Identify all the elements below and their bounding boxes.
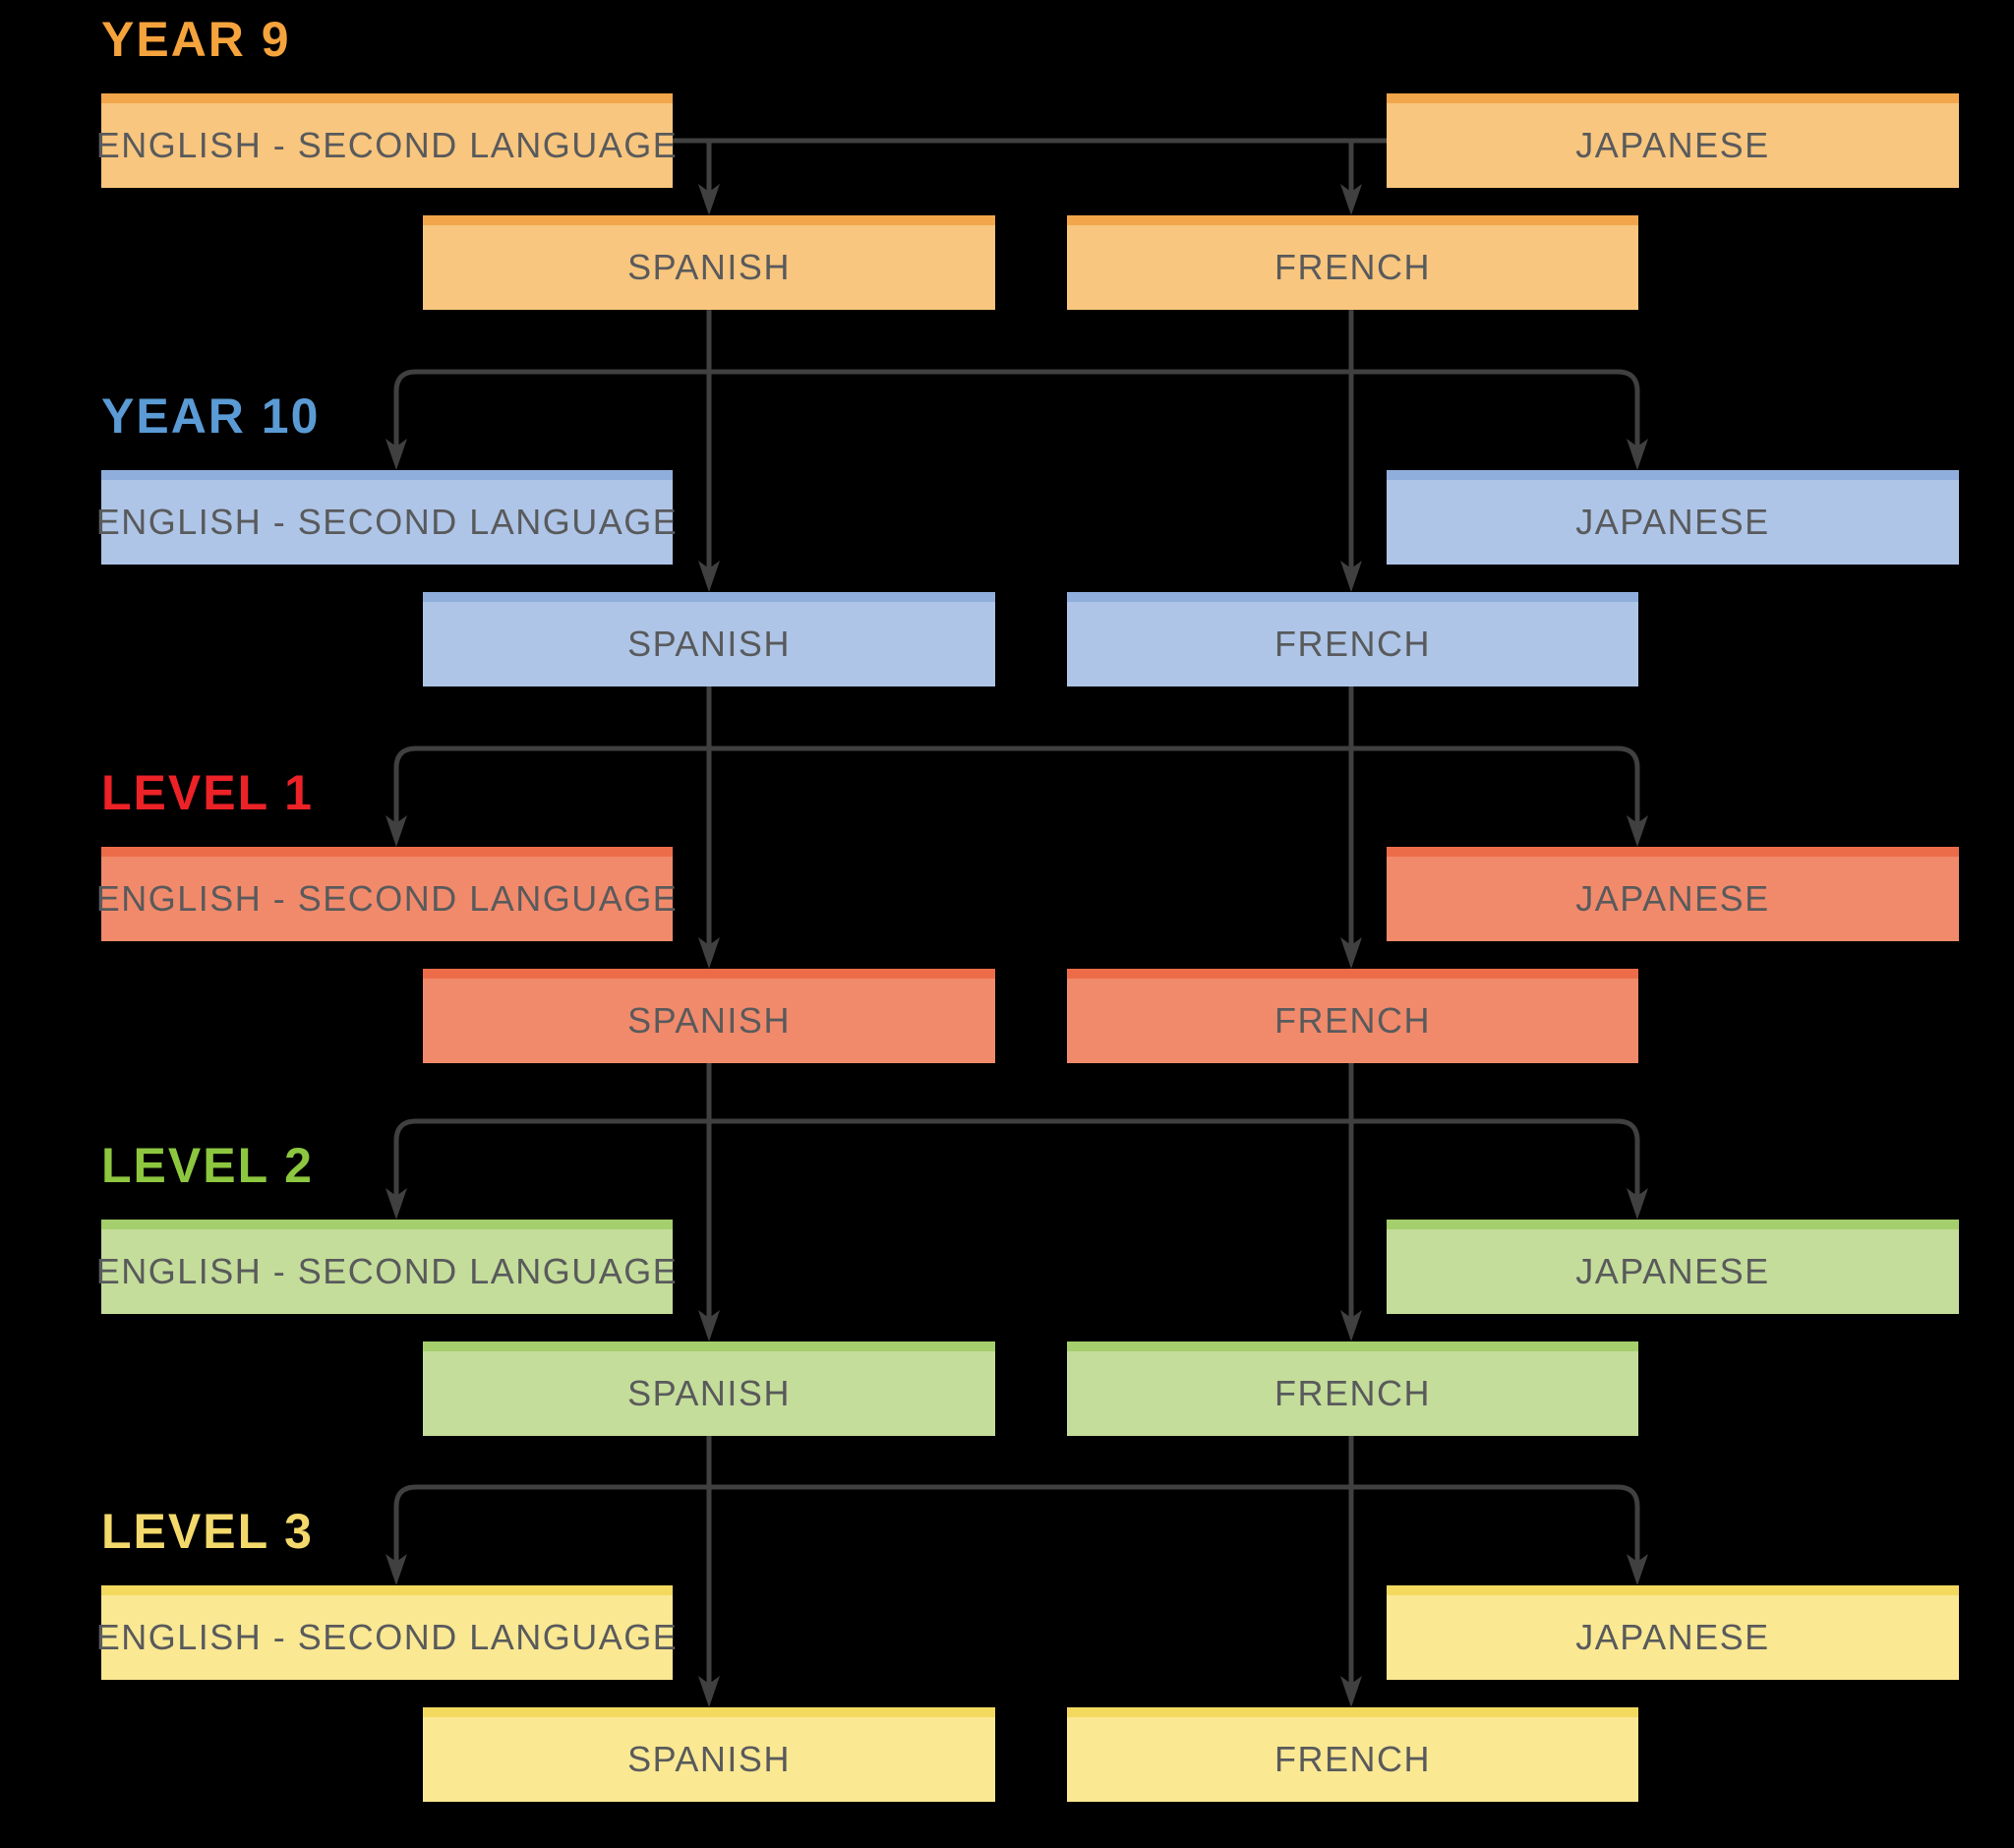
course-label-english: ENGLISH - SECOND LANGUAGE	[95, 502, 679, 542]
course-box-french: FRENCH	[1067, 1341, 1638, 1436]
connectors-level1-to-level2	[385, 1063, 1648, 1341]
course-box-japanese: JAPANESE	[1387, 1585, 1959, 1680]
group-heading-level-2: LEVEL 2	[101, 1138, 314, 1193]
course-box-japanese: JAPANESE	[1387, 93, 1959, 188]
group-heading-level-1: LEVEL 1	[101, 765, 314, 820]
connectors-year10-to-level1	[385, 686, 1648, 969]
connectors-year9-to-year10	[385, 310, 1648, 592]
crossover-elbow-line	[393, 1118, 1640, 1196]
course-label-english: ENGLISH - SECOND LANGUAGE	[95, 125, 679, 165]
course-box-japanese: JAPANESE	[1387, 1220, 1959, 1314]
arrowhead-spanish	[698, 1310, 720, 1341]
group-heading-year-10: YEAR 10	[101, 388, 321, 444]
course-box-spanish: SPANISH	[423, 969, 995, 1063]
arrowhead-english	[385, 1554, 407, 1585]
course-label-french: FRENCH	[1274, 1000, 1431, 1041]
arrowhead-japanese	[1627, 1554, 1648, 1585]
course-box-english-second-language: ENGLISH - SECOND LANGUAGE	[96, 470, 677, 565]
group-heading-level-3: LEVEL 3	[101, 1504, 314, 1559]
course-label-spanish: SPANISH	[627, 624, 791, 664]
crossover-elbow-line	[393, 745, 1640, 823]
arrowhead-spanish	[698, 184, 720, 215]
course-label-japanese: JAPANESE	[1575, 1617, 1770, 1657]
crossover-elbow-line	[393, 369, 1640, 447]
course-box-french: FRENCH	[1067, 1707, 1638, 1802]
course-label-spanish: SPANISH	[627, 247, 791, 287]
course-label-spanish: SPANISH	[627, 1000, 791, 1041]
course-box-spanish: SPANISH	[423, 592, 995, 686]
course-label-english: ENGLISH - SECOND LANGUAGE	[95, 1251, 679, 1291]
arrowhead-spanish	[698, 1676, 720, 1707]
arrowhead-japanese	[1627, 439, 1648, 470]
course-label-french: FRENCH	[1274, 624, 1431, 664]
course-box-spanish: SPANISH	[423, 1707, 995, 1802]
course-label-japanese: JAPANESE	[1575, 502, 1770, 542]
course-box-english-second-language: ENGLISH - SECOND LANGUAGE	[96, 93, 677, 188]
arrowhead-french	[1340, 1676, 1362, 1707]
arrowhead-french	[1340, 561, 1362, 592]
arrowhead-english	[385, 439, 407, 470]
course-box-english-second-language: ENGLISH - SECOND LANGUAGE	[96, 1220, 677, 1314]
course-box-english-second-language: ENGLISH - SECOND LANGUAGE	[96, 847, 677, 941]
course-box-french: FRENCH	[1067, 215, 1638, 310]
course-box-spanish: SPANISH	[423, 215, 995, 310]
course-label-french: FRENCH	[1274, 1739, 1431, 1779]
course-box-french: FRENCH	[1067, 969, 1638, 1063]
course-box-english-second-language: ENGLISH - SECOND LANGUAGE	[96, 1585, 677, 1680]
arrowhead-french	[1340, 1310, 1362, 1341]
course-label-spanish: SPANISH	[627, 1739, 791, 1779]
arrowhead-japanese	[1627, 815, 1648, 847]
year9-internal-connectors	[673, 138, 1387, 215]
course-label-english: ENGLISH - SECOND LANGUAGE	[95, 1617, 679, 1657]
arrowhead-english	[385, 815, 407, 847]
course-label-spanish: SPANISH	[627, 1373, 791, 1413]
course-label-french: FRENCH	[1274, 247, 1431, 287]
course-label-english: ENGLISH - SECOND LANGUAGE	[95, 878, 679, 919]
course-label-japanese: JAPANESE	[1575, 125, 1770, 165]
arrowhead-japanese	[1627, 1188, 1648, 1220]
course-box-french: FRENCH	[1067, 592, 1638, 686]
arrowhead-spanish	[698, 561, 720, 592]
arrowhead-french	[1340, 184, 1362, 215]
course-box-japanese: JAPANESE	[1387, 847, 1959, 941]
arrowhead-spanish	[698, 937, 720, 969]
crossover-elbow-line	[393, 1484, 1640, 1562]
connectors-level2-to-level3	[385, 1436, 1648, 1707]
arrowhead-english	[385, 1188, 407, 1220]
course-label-french: FRENCH	[1274, 1373, 1431, 1413]
arrowhead-french	[1340, 937, 1362, 969]
group-heading-year-9: YEAR 9	[101, 12, 291, 67]
course-label-japanese: JAPANESE	[1575, 878, 1770, 919]
course-box-spanish: SPANISH	[423, 1341, 995, 1436]
course-label-japanese: JAPANESE	[1575, 1251, 1770, 1291]
course-box-japanese: JAPANESE	[1387, 470, 1959, 565]
